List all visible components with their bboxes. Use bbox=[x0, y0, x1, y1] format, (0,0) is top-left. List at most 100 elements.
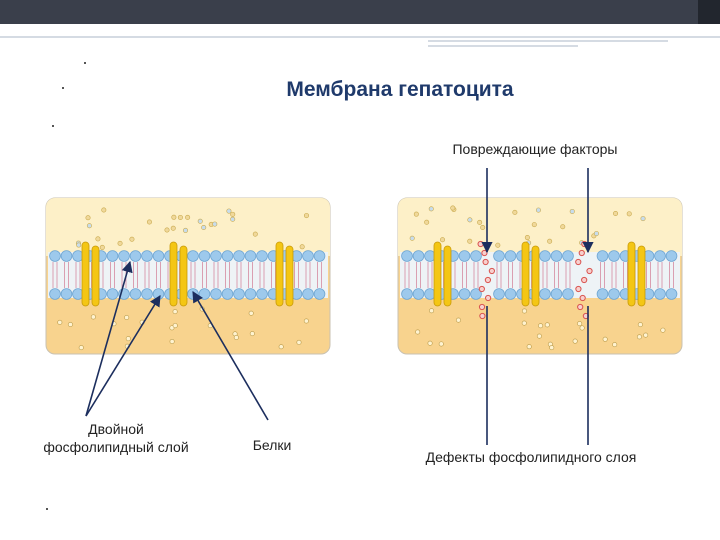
lipid-head bbox=[106, 288, 119, 300]
membrane-panel-healthy bbox=[45, 197, 331, 355]
lipid-head bbox=[49, 250, 61, 262]
stray-dot bbox=[84, 62, 86, 64]
lipid-head bbox=[129, 288, 142, 300]
slide-top-bar-accent bbox=[698, 0, 720, 24]
lipid-head bbox=[141, 250, 153, 262]
defect-molecule bbox=[485, 294, 492, 302]
molecule-dot bbox=[560, 224, 566, 230]
molecule-dot bbox=[201, 224, 207, 230]
lipid-head bbox=[458, 250, 471, 262]
molecule-dot bbox=[521, 308, 527, 314]
molecule-dot bbox=[296, 339, 302, 345]
damaging-factors-label: Повреждающие факторы bbox=[452, 141, 618, 157]
molecule-dot bbox=[467, 217, 473, 223]
lipid-head bbox=[412, 288, 425, 300]
header-divider-line-short bbox=[428, 40, 668, 42]
molecule-dot bbox=[183, 227, 189, 233]
lipid-head bbox=[49, 288, 61, 300]
lipid-head bbox=[221, 250, 234, 262]
lipid-head bbox=[665, 288, 678, 300]
lipid-head bbox=[470, 288, 482, 300]
molecule-dot bbox=[86, 223, 92, 229]
defect-molecule bbox=[581, 240, 588, 248]
lipid-head bbox=[654, 288, 666, 300]
molecule-dot bbox=[90, 314, 96, 320]
lipid-head bbox=[256, 288, 268, 300]
lipid-head bbox=[550, 288, 563, 300]
defect-molecule bbox=[581, 276, 588, 284]
lipid-head bbox=[412, 250, 425, 262]
membrane-protein bbox=[637, 245, 646, 307]
lipid-head bbox=[106, 250, 119, 262]
molecule-dot bbox=[495, 242, 501, 248]
lipid-head bbox=[198, 288, 211, 300]
lipid-head bbox=[60, 250, 73, 262]
molecule-dot bbox=[549, 345, 555, 351]
defect-molecule bbox=[577, 303, 584, 311]
lipid-head bbox=[141, 288, 153, 300]
molecule-dot bbox=[76, 242, 82, 248]
lipid-head bbox=[302, 288, 314, 300]
extracellular-region bbox=[46, 198, 330, 256]
molecule-dot bbox=[531, 222, 537, 228]
lipid-head bbox=[244, 288, 257, 300]
lipid-head bbox=[562, 250, 574, 262]
defect-molecule bbox=[575, 258, 582, 266]
membrane-protein bbox=[169, 241, 178, 307]
lipid-head bbox=[129, 250, 142, 262]
molecule-dot bbox=[169, 339, 175, 345]
lipid-head bbox=[596, 250, 609, 262]
molecule-dot bbox=[428, 206, 434, 212]
molecule-dot bbox=[212, 221, 218, 227]
molecule-dot bbox=[57, 319, 63, 325]
lipid-head bbox=[493, 288, 505, 300]
arrow-to-bilayer-upper bbox=[85, 260, 133, 417]
header-divider-line-tiny bbox=[428, 45, 578, 47]
molecule-dot bbox=[252, 231, 258, 237]
header-divider-line bbox=[0, 36, 720, 38]
lipid-head bbox=[665, 250, 678, 262]
molecule-dot bbox=[612, 342, 618, 348]
molecule-dot bbox=[230, 216, 236, 222]
molecule-dot bbox=[438, 341, 444, 347]
molecule-dot bbox=[544, 322, 550, 328]
molecule-dot bbox=[538, 323, 544, 329]
lipid-head bbox=[504, 288, 517, 300]
molecule-dot bbox=[185, 214, 191, 220]
molecule-dot bbox=[429, 308, 435, 314]
membrane-protein bbox=[81, 241, 90, 307]
molecule-dot bbox=[643, 332, 649, 338]
defect-molecule bbox=[579, 294, 586, 302]
lipid-head bbox=[562, 288, 574, 300]
defect-molecule bbox=[575, 285, 582, 293]
membrane-panel-damaged bbox=[397, 197, 683, 355]
membrane-protein bbox=[285, 245, 294, 307]
defects-label: Дефекты фосфолипидного слоя bbox=[425, 449, 637, 465]
bilayer-label-line1: Двойной bbox=[88, 421, 144, 437]
lipid-head bbox=[256, 250, 268, 262]
molecule-dot bbox=[249, 331, 255, 337]
molecule-dot bbox=[467, 238, 473, 244]
molecule-dot bbox=[101, 207, 107, 213]
lipid-head bbox=[539, 288, 551, 300]
molecule-dot bbox=[278, 344, 284, 350]
bilayer-label-line2: фосфолипидный слой bbox=[43, 439, 189, 455]
defect-molecule bbox=[478, 285, 485, 293]
defect-molecule bbox=[478, 303, 486, 311]
molecule-dot bbox=[226, 208, 232, 214]
molecule-dot bbox=[85, 215, 91, 221]
lipid-head bbox=[596, 288, 609, 300]
proteins-label: Белки bbox=[252, 437, 292, 453]
molecule-dot bbox=[480, 225, 486, 231]
molecule-dot bbox=[146, 219, 152, 225]
molecule-dot bbox=[637, 322, 643, 328]
molecule-dot bbox=[125, 336, 131, 342]
molecule-dot bbox=[536, 333, 542, 339]
arrow-to-protein bbox=[192, 291, 269, 421]
defect-molecule bbox=[477, 240, 484, 248]
molecule-dot bbox=[95, 236, 101, 242]
molecule-dot bbox=[660, 327, 666, 333]
membrane-protein bbox=[275, 241, 284, 307]
molecule-dot bbox=[526, 344, 532, 350]
